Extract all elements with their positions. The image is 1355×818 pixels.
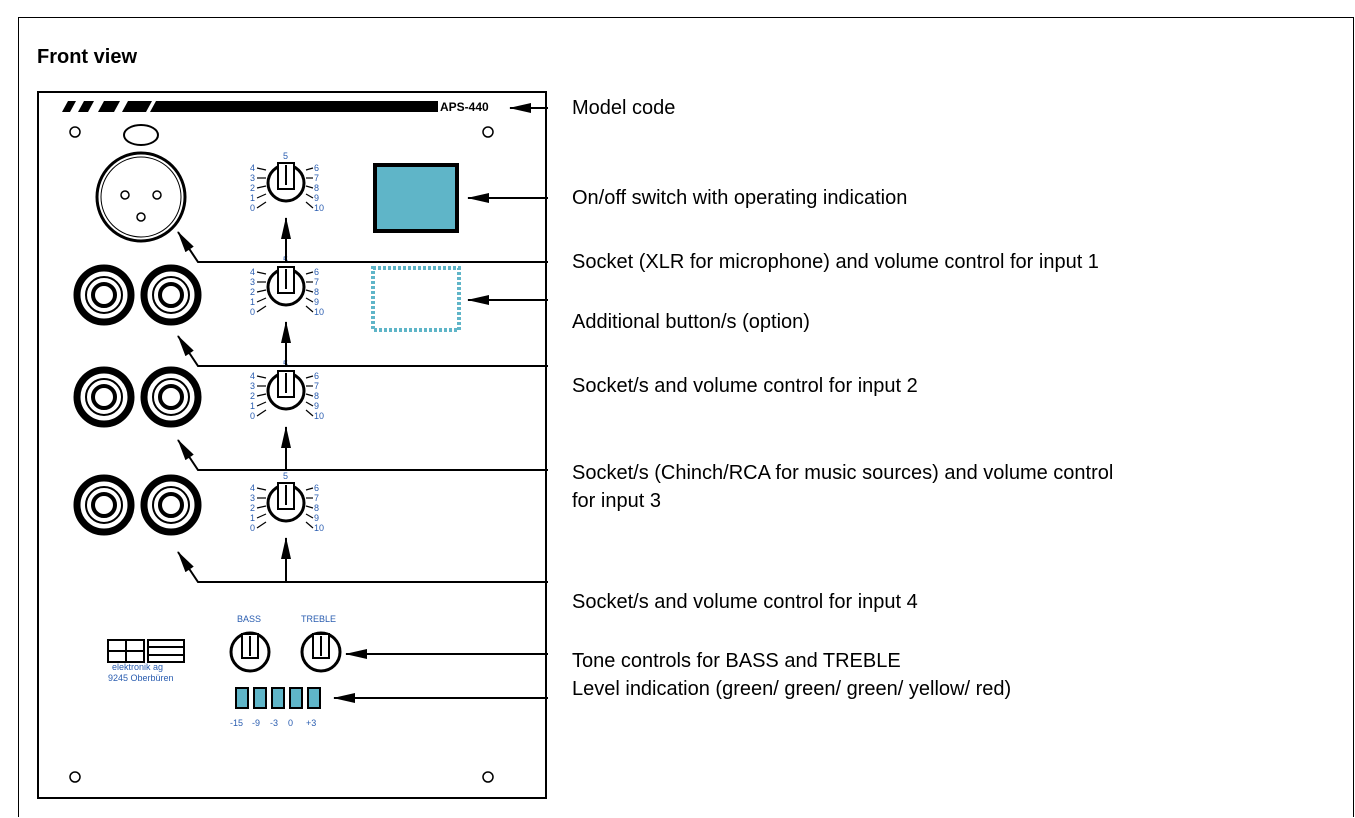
dial-number: 3 <box>250 173 255 183</box>
level-led <box>235 687 249 709</box>
dial-number: 2 <box>250 503 255 513</box>
leader-lines <box>177 103 548 703</box>
jack-socket <box>140 264 202 326</box>
treble-knob <box>300 631 342 673</box>
callout-input-4: Socket/s and volume control for input 4 <box>572 591 918 613</box>
level-indicator: -15 -9 -3 0 +3 <box>230 687 321 728</box>
callout-additional-buttons: Additional button/s (option) <box>572 311 810 333</box>
mounting-hole <box>69 126 81 138</box>
dial-number: 1 <box>250 193 255 203</box>
dial-number: 6 <box>314 483 319 493</box>
dial-number: 4 <box>250 371 255 381</box>
dial-number: 0 <box>250 523 255 533</box>
dial-number: 10 <box>314 203 324 213</box>
dial-number: 1 <box>250 297 255 307</box>
bass-label: BASS <box>237 614 261 624</box>
dial-number: 0 <box>250 307 255 317</box>
level-scale-label: 0 <box>288 718 293 728</box>
callout-input-3-line1: Socket/s (Chinch/RCA for music sources) … <box>572 462 1114 484</box>
callout-input-3-line2: for input 3 <box>572 490 661 512</box>
level-led <box>253 687 267 709</box>
dial-number: 9 <box>314 193 319 203</box>
jack-socket <box>140 366 202 428</box>
bass-knob <box>229 631 271 673</box>
jack-socket <box>73 474 135 536</box>
dial-number: 10 <box>314 523 324 533</box>
dial-number: 5 <box>283 471 288 481</box>
treble-label: TREBLE <box>301 614 336 624</box>
dial-number: 1 <box>250 513 255 523</box>
dial-number: 10 <box>314 411 324 421</box>
dial-number: 8 <box>314 503 319 513</box>
callout-model-code: Model code <box>572 97 676 119</box>
jack-socket <box>73 264 135 326</box>
dial-number: 10 <box>314 307 324 317</box>
jack-sockets <box>73 264 202 536</box>
dial-number: 9 <box>314 513 319 523</box>
dial-number: 8 <box>314 183 319 193</box>
dial-number: 6 <box>314 163 319 173</box>
model-stripe <box>62 101 438 112</box>
dial-number: 3 <box>250 277 255 287</box>
dial-number: 6 <box>314 267 319 277</box>
dial-number: 6 <box>314 371 319 381</box>
dial-number: 8 <box>314 391 319 401</box>
dial-number: 7 <box>314 381 319 391</box>
dial-number: 4 <box>250 483 255 493</box>
front-panel <box>37 91 547 799</box>
dial-number: 7 <box>314 173 319 183</box>
dial-number: 5 <box>283 151 288 161</box>
level-scale-label: -9 <box>252 718 260 728</box>
dial-number: 8 <box>314 287 319 297</box>
dial-number: 7 <box>314 277 319 287</box>
dial-number: 2 <box>250 183 255 193</box>
mounting-hole <box>69 771 81 783</box>
logo-location-text: 9245 Oberbüren <box>108 673 174 683</box>
diagram-frame <box>18 17 1354 817</box>
xlr-socket <box>95 124 187 243</box>
dial-number: 7 <box>314 493 319 503</box>
model-code-label: APS-440 <box>440 100 489 114</box>
dial-number: 4 <box>250 163 255 173</box>
diagram-heading: Front view <box>37 46 138 68</box>
dial-number: 3 <box>250 493 255 503</box>
dial-number: 2 <box>250 391 255 401</box>
callout-on-off-switch: On/off switch with operating indication <box>572 187 908 209</box>
logo-company-text: elektronik ag <box>112 662 163 672</box>
dial-number: 2 <box>250 287 255 297</box>
jack-socket <box>73 366 135 428</box>
callout-level-indication: Level indication (green/ green/ green/ y… <box>572 678 1012 700</box>
dial-number: 4 <box>250 267 255 277</box>
callout-input-2: Socket/s and volume control for input 2 <box>572 375 918 397</box>
callout-input-1: Socket (XLR for microphone) and volume c… <box>572 251 1099 273</box>
company-logo: elektronik ag 9245 Oberbüren <box>107 639 185 683</box>
dial-number: 0 <box>250 203 255 213</box>
mounting-hole <box>482 126 494 138</box>
volume-dials: 5432106789105432106789105432106789105432… <box>250 151 324 533</box>
dial-number: 9 <box>314 297 319 307</box>
level-led <box>289 687 303 709</box>
level-led <box>307 687 321 709</box>
level-scale-label: -15 <box>230 718 243 728</box>
level-scale-label: -3 <box>270 718 278 728</box>
mounting-hole <box>482 771 494 783</box>
dial-number: 0 <box>250 411 255 421</box>
dial-number: 9 <box>314 401 319 411</box>
level-scale-label: +3 <box>306 718 316 728</box>
dial-number: 1 <box>250 401 255 411</box>
optional-button <box>371 266 461 332</box>
dial-number: 3 <box>250 381 255 391</box>
on-off-switch <box>377 167 455 229</box>
callout-tone-controls: Tone controls for BASS and TREBLE <box>572 650 901 672</box>
level-led <box>271 687 285 709</box>
jack-socket <box>140 474 202 536</box>
